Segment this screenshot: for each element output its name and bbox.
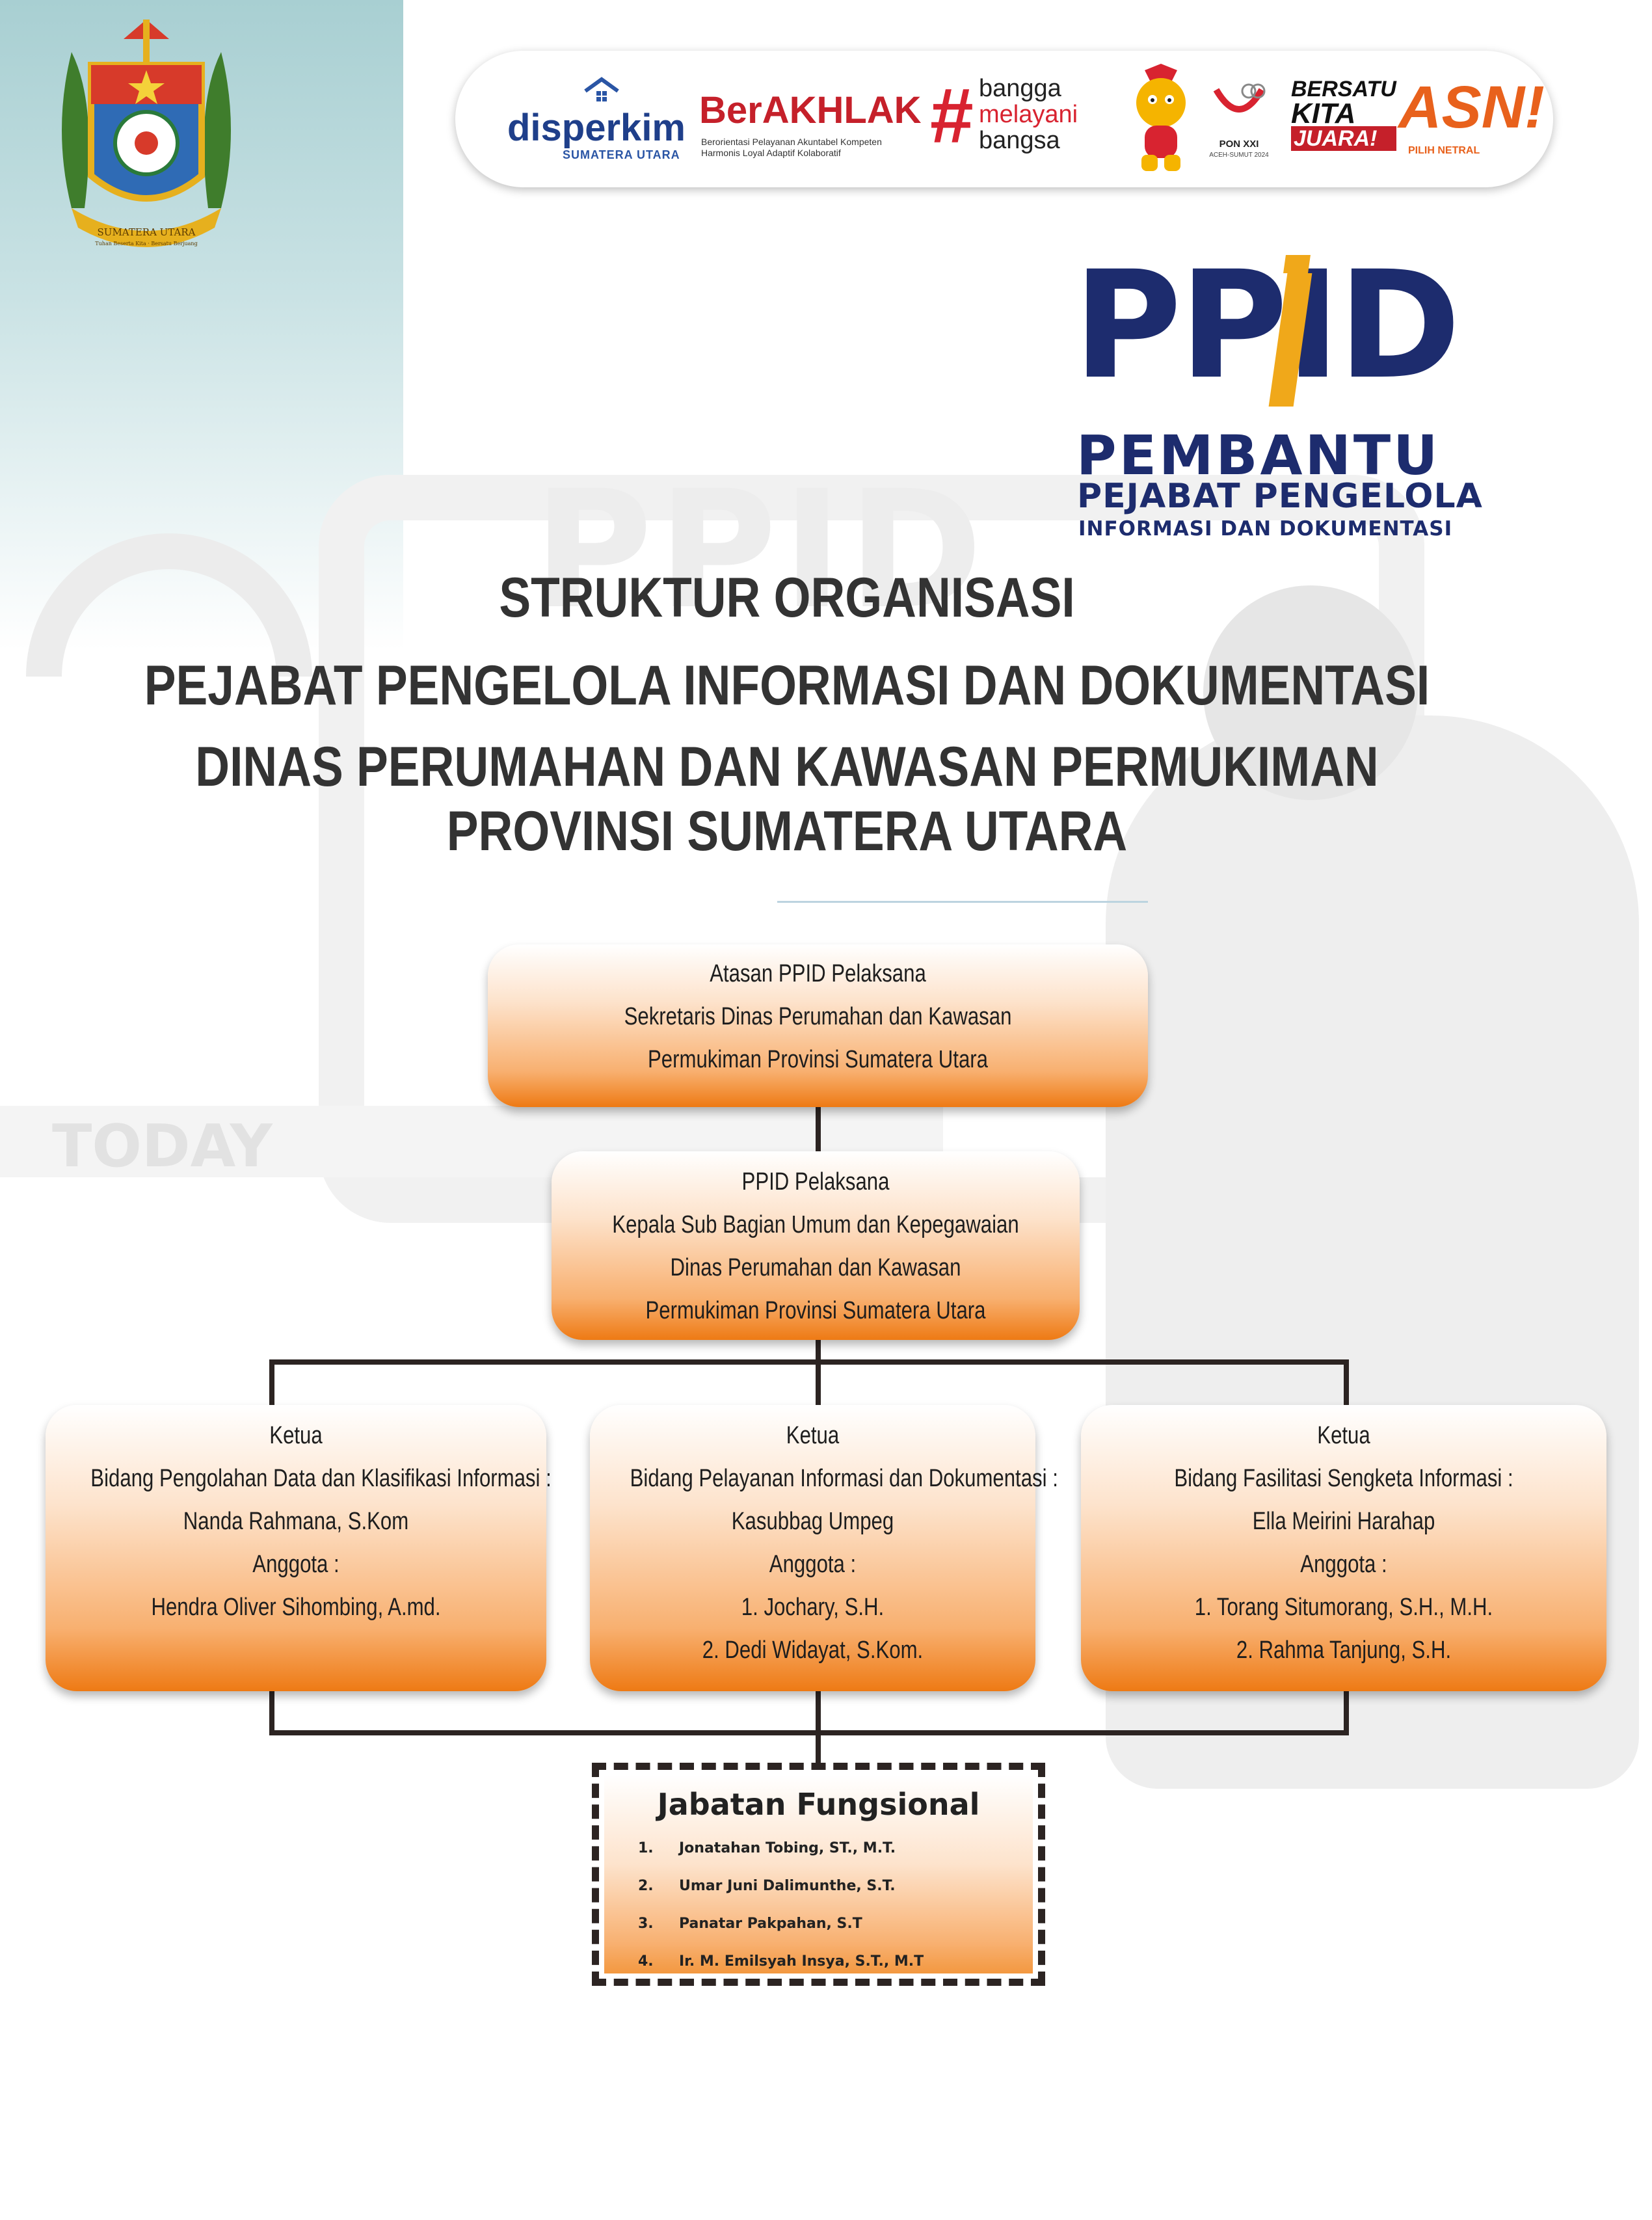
- asn-logo: ASN!: [1398, 74, 1545, 140]
- ppid-logo-informasi: INFORMASI DAN DOKUMENTASI: [1078, 517, 1453, 541]
- house-icon: [584, 77, 619, 101]
- bersatu-kita-juara-logo: BERSATU KITA JUARA!: [1291, 77, 1396, 151]
- connector-top-horizontal: [269, 1359, 1349, 1365]
- ppid-logo-pembantu: PEMBANTU: [1076, 423, 1441, 487]
- pon-sublabel: ACEH-SUMUT 2024: [1209, 152, 1269, 159]
- pon-mascot-icon: [1136, 64, 1186, 171]
- atasan-ppid-box: Atasan PPID Pelaksana Sekretaris Dinas P…: [488, 944, 1148, 1107]
- bersatu-word: BERSATU: [1291, 77, 1396, 101]
- hashtag-icon: #: [930, 72, 974, 159]
- bidang2-line-3: Kasubbag Umpeg: [731, 1508, 894, 1535]
- disperkim-subtitle: SUMATERA UTARA: [563, 148, 680, 161]
- title-line-3: DINAS PERUMAHAN DAN KAWASAN PERMUKIMAN P…: [195, 736, 1379, 863]
- jabatan-fungsional-box: Jabatan Fungsional 1.Jonatahan Tobing, S…: [592, 1763, 1045, 1986]
- fungsional-item: 2.Umar Juni Dalimunthe, S.T.: [638, 1878, 896, 1894]
- pelaksana-line-1: PPID Pelaksana: [741, 1168, 890, 1196]
- pon-emblem-icon: [1213, 83, 1266, 113]
- connector-atasan-pelaksana: [816, 1106, 821, 1153]
- melayani-word: melayani: [979, 101, 1078, 128]
- connector-right-up: [1344, 1359, 1349, 1406]
- bidang3-line-5: 1. Torang Situmorang, S.H., M.H.: [1194, 1594, 1493, 1621]
- bidang2-line-5: 1. Jochary, S.H.: [741, 1594, 885, 1621]
- bidang2-line-6: 2. Dedi Widayat, S.Kom.: [702, 1637, 924, 1664]
- bidang1-line-4: Anggota :: [252, 1551, 340, 1578]
- title-divider: [777, 901, 1148, 903]
- svg-text:Tuhan Beserta Kita · Bersatu B: Tuhan Beserta Kita · Bersatu Berjuang: [95, 241, 197, 247]
- fungsional-item: 4.Ir. M. Emilsyah Insya, S.T., M.T: [638, 1953, 924, 1970]
- bidang1-line-1: Ketua: [269, 1422, 323, 1449]
- connector-left-up: [269, 1359, 274, 1406]
- pelaksana-line-4: Permukiman Provinsi Sumatera Utara: [645, 1297, 986, 1324]
- ppid-logo-pejabat: PEJABAT PENGELOLA: [1077, 477, 1483, 516]
- disperkim-logo: disperkim: [507, 107, 686, 149]
- pon-label: PON XXI: [1219, 139, 1259, 150]
- jabatan-fungsional-fill: Jabatan Fungsional 1.Jonatahan Tobing, S…: [604, 1775, 1033, 1973]
- bangga-word: bangga: [979, 75, 1061, 102]
- bidang3-line-4: Anggota :: [1300, 1551, 1387, 1578]
- bidang2-line-4: Anggota :: [769, 1551, 857, 1578]
- title-line-2: PEJABAT PENGELOLA INFORMASI DAN DOKUMENT…: [144, 654, 1430, 717]
- fungsional-item: 1.Jonatahan Tobing, ST., M.T.: [638, 1840, 896, 1856]
- watermark-head: [1203, 585, 1418, 800]
- kita-word: KITA: [1291, 98, 1356, 129]
- fungsional-item: 3.Panatar Pakpahan, S.T: [638, 1916, 862, 1932]
- jabatan-fungsional-title: Jabatan Fungsional: [657, 1787, 980, 1822]
- bidang3-line-6: 2. Rahma Tanjung, S.H.: [1236, 1637, 1452, 1664]
- bidang3-line-1: Ketua: [1317, 1422, 1370, 1449]
- bidang1-line-5: Hendra Oliver Sihombing, A.md.: [151, 1594, 441, 1621]
- bidang2-line-1: Ketua: [786, 1422, 840, 1449]
- connector-left-down: [269, 1690, 274, 1735]
- pelaksana-line-3: Dinas Perumahan dan Kawasan: [670, 1254, 961, 1281]
- watermark-today: TODAY: [52, 1112, 273, 1181]
- bangga-melayani-logo: bangga melayani bangsa: [979, 75, 1078, 154]
- bidang-pengolahan-box: Ketua Bidang Pengolahan Data dan Klasifi…: [46, 1405, 552, 1691]
- pon-logo: PON XXI ACEH-SUMUT 2024: [1203, 77, 1275, 168]
- ppid-logo-accent-dot: [1283, 255, 1311, 273]
- atasan-line-2: Sekretaris Dinas Perumahan dan Kawasan: [624, 1003, 1012, 1030]
- connector-center-bottom: [816, 1690, 821, 1764]
- asn-subtitle: PILIH NETRAL: [1408, 145, 1480, 156]
- connector-right-down: [1344, 1690, 1349, 1735]
- bidang2-line-2: Bidang Pelayanan Informasi dan Dokumenta…: [630, 1465, 1058, 1492]
- title-line-1: STRUKTUR ORGANISASI: [499, 567, 1075, 629]
- berakhlak-tagline: Berorientasi Pelayanan Akuntabel Kompete…: [701, 137, 882, 158]
- bidang1-line-3: Nanda Rahmana, S.Kom: [183, 1508, 409, 1535]
- partner-logo-bar: disperkim SUMATERA UTARA BerAKHLAK Beror…: [455, 51, 1553, 187]
- connector-pelaksana-down: [816, 1339, 821, 1406]
- atasan-line-1: Atasan PPID Pelaksana: [710, 960, 926, 987]
- bidang3-line-2: Bidang Fasilitasi Sengketa Informasi :: [1174, 1465, 1513, 1492]
- svg-text:SUMATERA UTARA: SUMATERA UTARA: [98, 226, 196, 238]
- juara-word: JUARA!: [1291, 126, 1396, 151]
- ppid-pelaksana-box: PPID Pelaksana Kepala Sub Bagian Umum da…: [552, 1151, 1080, 1340]
- bidang-pelayanan-box: Ketua Bidang Pelayanan Informasi dan Dok…: [590, 1405, 1058, 1691]
- provincial-emblem-icon: SUMATERA UTARA Tuhan Beserta Kita · Bers…: [62, 20, 231, 247]
- pelaksana-line-2: Kepala Sub Bagian Umum dan Kepegawaian: [612, 1211, 1019, 1238]
- bidang-fasilitasi-box: Ketua Bidang Fasilitasi Sengketa Informa…: [1081, 1405, 1606, 1691]
- ppid-logo-text: PPID: [1073, 239, 1461, 412]
- berakhlak-logo: BerAKHLAK: [699, 89, 922, 131]
- bangsa-word: bangsa: [979, 127, 1060, 154]
- watermark-ppid: PPID: [533, 455, 988, 645]
- bidang3-line-3: Ella Meirini Harahap: [1252, 1508, 1435, 1535]
- atasan-line-3: Permukiman Provinsi Sumatera Utara: [648, 1046, 988, 1073]
- connector-bottom-horizontal: [269, 1730, 1349, 1735]
- bidang1-line-2: Bidang Pengolahan Data dan Klasifikasi I…: [90, 1465, 552, 1492]
